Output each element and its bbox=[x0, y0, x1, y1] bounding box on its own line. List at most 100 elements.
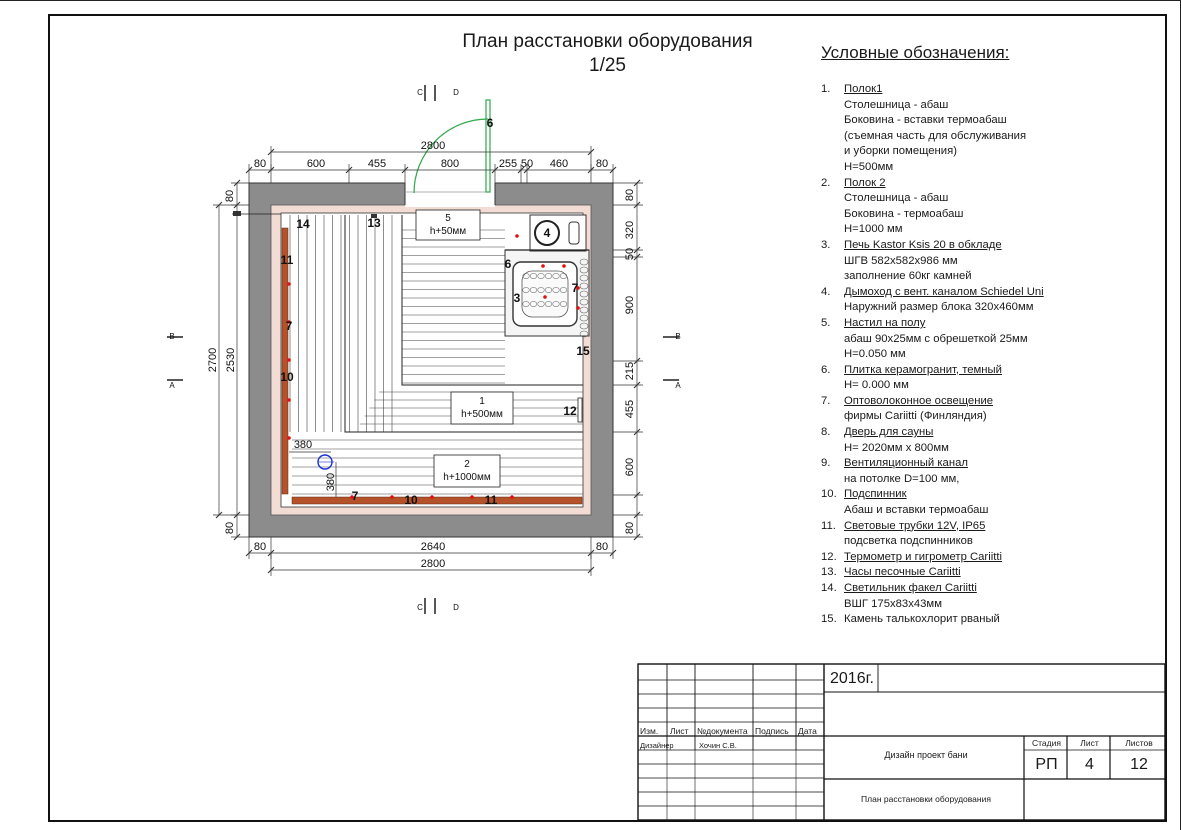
fiber-optic-light bbox=[287, 436, 291, 440]
legend-item-detail: H=1000 мм bbox=[844, 223, 903, 236]
tb-col-stage: Стадия bbox=[1032, 738, 1061, 748]
title-block-lines bbox=[637, 663, 1166, 821]
dim-top-tick bbox=[245, 166, 253, 174]
dim-right-label: 50 bbox=[624, 248, 636, 260]
legend-item-detail: ШГВ 582x582x986 мм bbox=[844, 254, 958, 267]
legend-item-detail: фирмы Cariitti (Финляндия) bbox=[844, 410, 987, 423]
legend-item-detail: H=0.050 мм bbox=[844, 348, 906, 361]
legend-item-number: 10. bbox=[821, 488, 837, 501]
talc-stone bbox=[579, 282, 589, 290]
tb-project: Дизайн проект бани bbox=[884, 750, 968, 760]
legend-item: 11. Световые трубки 12V, IP65 подсветка по… bbox=[821, 519, 1151, 550]
drawing-title: План расстановки оборудования 1/25 bbox=[420, 30, 795, 78]
marker-m12: 12 bbox=[563, 404, 577, 418]
fiber-optic-light bbox=[562, 264, 566, 268]
legend-item-heading: Термометр и гигрометр Cariitti bbox=[844, 550, 1002, 563]
section-letter: C bbox=[417, 603, 423, 612]
bench-edge-2 bbox=[344, 215, 583, 433]
tb-frame bbox=[637, 663, 1166, 821]
stone bbox=[522, 273, 530, 279]
legend-item-number: 3. bbox=[821, 238, 831, 251]
sheet-edge-top bbox=[0, 0, 1181, 1]
stone bbox=[544, 273, 553, 279]
dim-right-label: 215 bbox=[624, 362, 636, 380]
dim-top-total-tick bbox=[587, 148, 595, 156]
dim-top-label: 460 bbox=[550, 158, 568, 170]
dim-right-label: 600 bbox=[624, 458, 636, 476]
talc-stone bbox=[579, 322, 589, 330]
dim-right-tick bbox=[633, 357, 641, 365]
dim-left-label: 80 bbox=[224, 190, 236, 202]
block-5-height: h+50мм bbox=[430, 226, 466, 237]
legend-item-detail: (съемная часть для обслуживания bbox=[844, 129, 1027, 142]
talc-stone bbox=[579, 330, 589, 338]
legend-item: 9. Вентиляционный канал на потолке D=100 м… bbox=[821, 456, 1151, 487]
dim-top-total-label: 2800 bbox=[421, 140, 445, 152]
legend-item-number: 14. bbox=[821, 582, 837, 594]
door-swing-arc bbox=[413, 118, 489, 194]
dim-right-tick bbox=[633, 179, 641, 187]
dim-top-tick bbox=[401, 166, 409, 174]
legend-item-heading: Вентиляционный канал bbox=[844, 457, 968, 470]
stone bbox=[552, 287, 560, 293]
stone bbox=[537, 273, 545, 279]
legend-item-number: 7. bbox=[821, 394, 831, 407]
marker-m15: 15 bbox=[576, 344, 590, 358]
dim-right-label: 80 bbox=[624, 189, 636, 201]
dim-top-tick bbox=[609, 166, 617, 174]
stone bbox=[544, 301, 553, 307]
fiber-optic-light bbox=[350, 495, 354, 499]
dim-top-label: 80 bbox=[254, 158, 266, 170]
dim-right-tick bbox=[633, 246, 641, 254]
marker-m10b: 10 bbox=[404, 493, 418, 507]
legend-item-number: 13. bbox=[821, 566, 837, 579]
dim-bottom-label: 80 bbox=[254, 541, 266, 553]
legend-item-detail: заполнение 60кг камней bbox=[844, 270, 972, 283]
tb-sheet: 4 bbox=[1085, 756, 1094, 773]
dim-bottom-total-label: 2800 bbox=[421, 558, 445, 570]
dim-right-tick bbox=[633, 428, 641, 436]
stone bbox=[552, 301, 560, 307]
legend-item-detail: на потолке D=100 мм, bbox=[844, 472, 960, 485]
bench-edge-1 bbox=[401, 215, 583, 386]
legend-item-detail: подсветка подспинников bbox=[844, 535, 973, 548]
talc-stone bbox=[579, 266, 589, 274]
dim-bottom-tick bbox=[609, 549, 617, 557]
marker-m7c: 7 bbox=[352, 489, 359, 503]
dim-right-label: 320 bbox=[624, 221, 636, 239]
fiber-optic-light bbox=[543, 295, 547, 299]
vent-channel bbox=[568, 221, 580, 245]
legend-item-heading: Дымоход с вент. каналом Schiedel Uni bbox=[844, 285, 1044, 298]
fiber-optic-light bbox=[390, 495, 394, 499]
tb-year: 2016г. bbox=[830, 670, 874, 687]
dim-right-tick bbox=[633, 201, 641, 209]
tb-col-sheets: Листов bbox=[1125, 738, 1153, 748]
stone bbox=[552, 273, 560, 279]
marker-m7b: 7 bbox=[572, 281, 579, 295]
legend-item-heading: Часы песочные Cariitti bbox=[844, 566, 961, 579]
drawing-title-main: План расстановки оборудования bbox=[462, 31, 753, 52]
block-5-number: 5 bbox=[445, 213, 451, 224]
legend-item-detail: ВШГ 175x83x43мм bbox=[844, 597, 942, 610]
legend-item-detail: и уборки помещения) bbox=[844, 145, 957, 158]
legend-item-number: 9. bbox=[821, 457, 831, 470]
dim-top-tick bbox=[345, 166, 353, 174]
talc-stone bbox=[579, 290, 589, 298]
legend-item-number: 11. bbox=[821, 519, 836, 532]
dim-right-tick bbox=[633, 511, 641, 519]
dim-right-tick bbox=[633, 253, 641, 261]
legend-item-detail: H= 2020мм x 800мм bbox=[844, 441, 949, 454]
legend-item-heading: Подспинник bbox=[844, 488, 907, 501]
section-letter: D bbox=[453, 88, 459, 97]
block-1-height: h+500мм bbox=[461, 409, 503, 420]
block-2-height: h+1000мм bbox=[443, 472, 491, 483]
dim-right-tick bbox=[633, 381, 641, 389]
dimension-lines bbox=[167, 85, 679, 614]
legend-item-heading: Световые трубки 12V, IP65 bbox=[844, 519, 986, 532]
